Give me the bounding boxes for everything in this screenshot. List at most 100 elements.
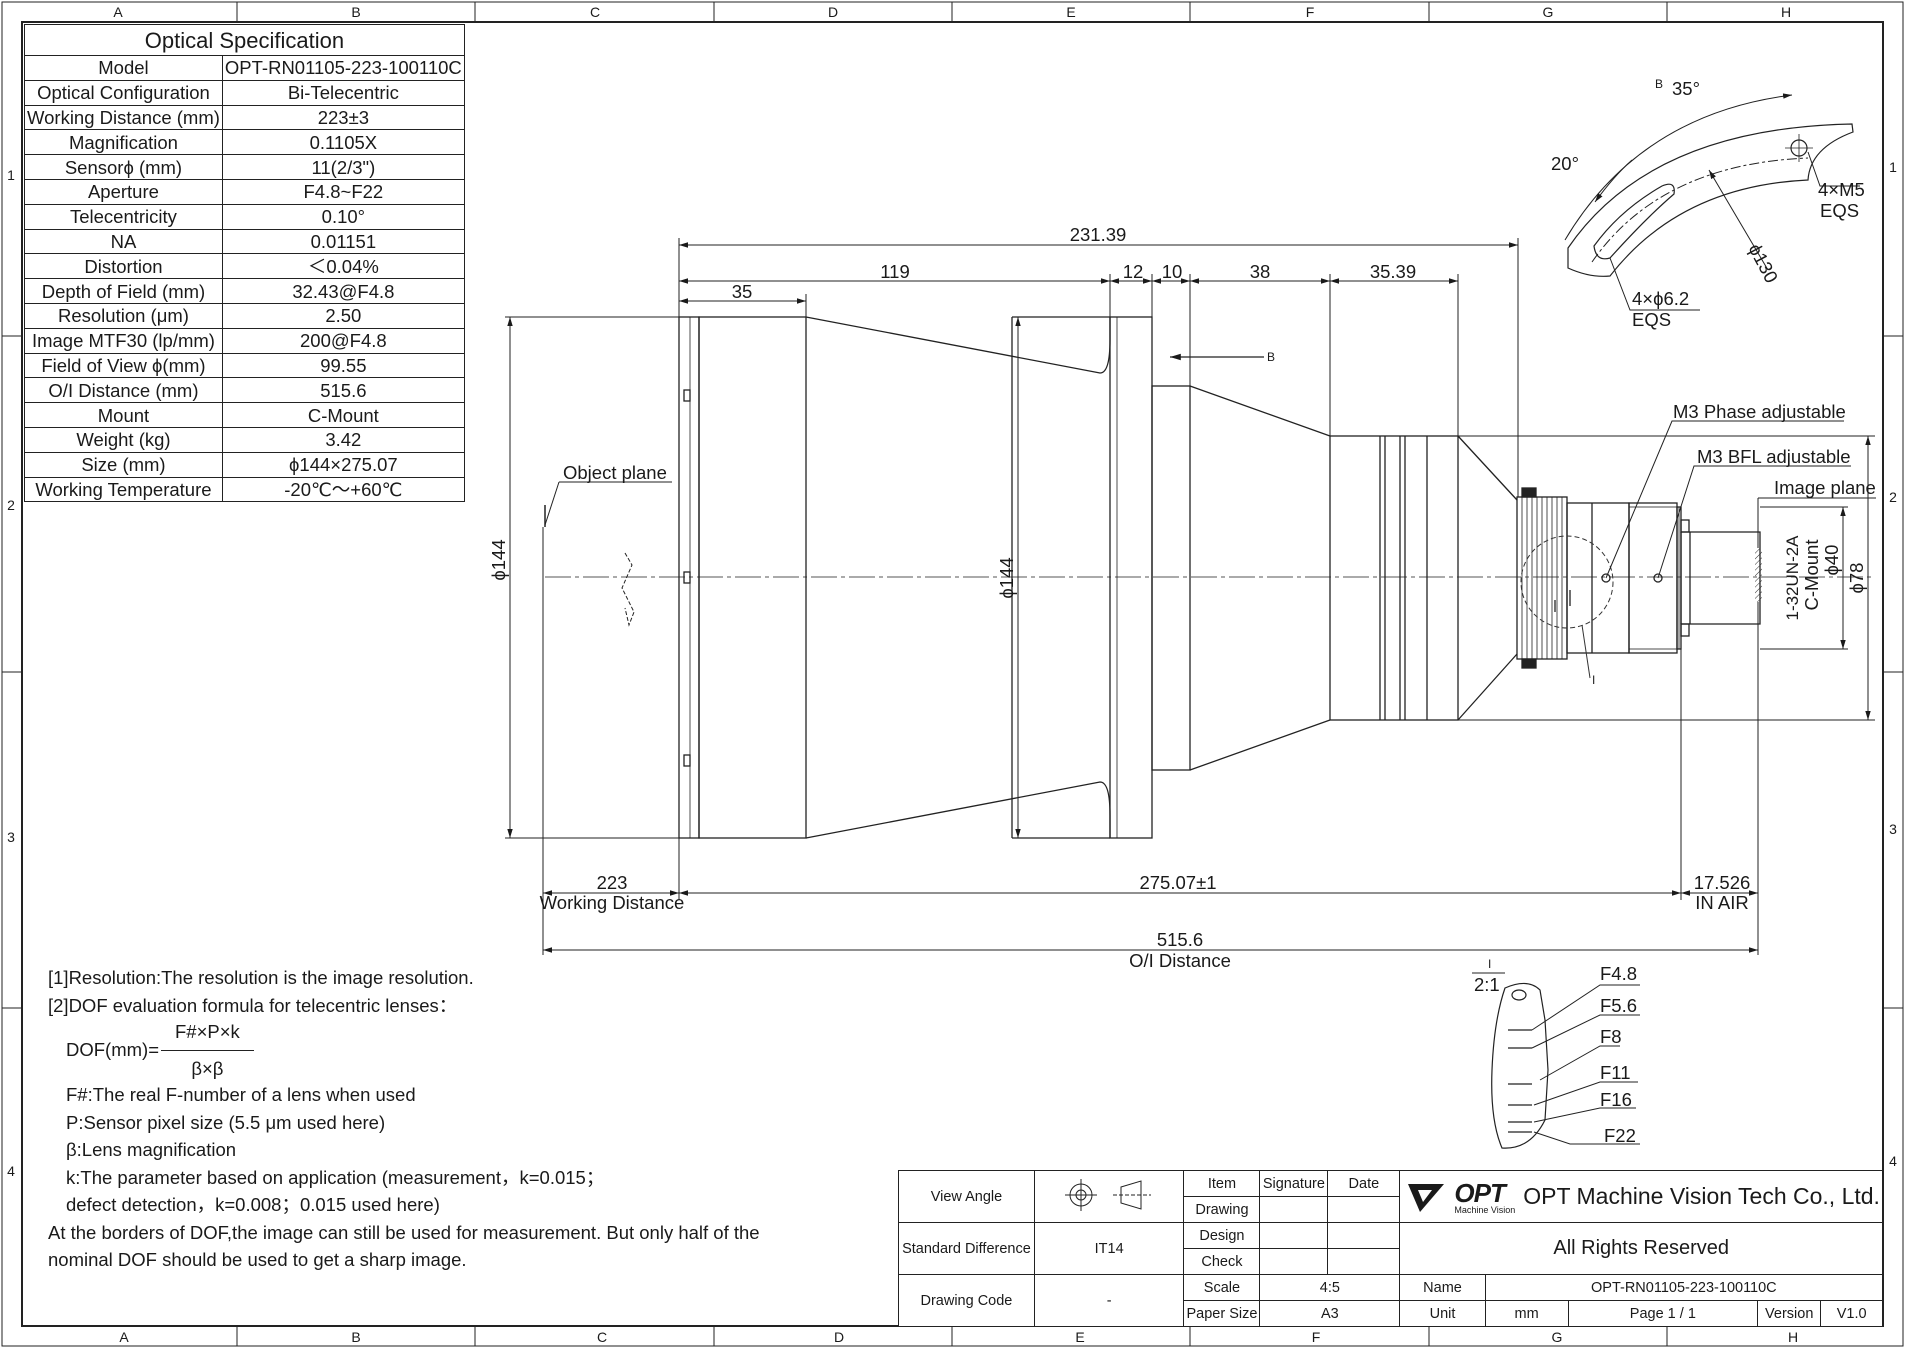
spec-value: -20℃～+60℃	[221, 476, 465, 503]
row-label: 3	[1889, 821, 1897, 837]
spec-value: 3.42	[221, 426, 465, 453]
tb-drawing-code: Drawing Code	[898, 1274, 1035, 1327]
tb-unit: Unit	[1399, 1300, 1486, 1327]
spec-value: 0.10°	[221, 203, 465, 230]
frame-row-labels-right: 1 2 3 4	[1889, 159, 1897, 1169]
spec-key: Working Distance (mm)	[24, 104, 223, 131]
col-label: E	[1075, 1329, 1084, 1345]
frame-column-labels-top: A B C D E F G H	[113, 4, 1791, 20]
col-label: G	[1552, 1329, 1563, 1345]
front-barrel	[698, 316, 807, 839]
spec-value: 223±3	[221, 104, 465, 131]
tb-drawing-code-value: -	[1033, 1274, 1185, 1327]
col-label: H	[1781, 4, 1791, 20]
def-pixel: P:Sensor pixel size (5.5 μm used here)	[66, 1111, 386, 1133]
tb-paper-size: Paper Size	[1183, 1300, 1261, 1327]
col-label: B	[351, 1329, 360, 1345]
spec-row: Image MTF30 (lp/mm)200@F4.8	[24, 327, 465, 354]
dim-35: 35	[732, 281, 753, 302]
dim-35-39: 35.39	[1370, 261, 1416, 282]
spec-value: 200@F4.8	[221, 327, 465, 354]
view-b-angle-35: 35°	[1672, 78, 1700, 99]
spec-key: Resolution (μm)	[24, 302, 223, 329]
company-name: OPT Machine Vision Tech Co., Ltd.	[1523, 1183, 1880, 1209]
tb-version: Version	[1757, 1300, 1822, 1327]
spec-key: Magnification	[24, 129, 223, 156]
iris-ring	[1566, 502, 1630, 654]
dim-10: 10	[1162, 261, 1183, 282]
def-k-2: defect detection，k=0.008；0.015 used here…	[66, 1194, 440, 1215]
tb-version-value: V1.0	[1820, 1300, 1883, 1327]
spec-value: OPT-RN01105-223-100110C	[221, 55, 465, 81]
spec-value: 99.55	[221, 352, 465, 379]
spec-key: Sensorϕ (mm)	[24, 154, 223, 180]
dof-formula: DOF(mm)= F#×P×k β×β	[48, 1019, 760, 1081]
formula-numerator: F#×P×k	[161, 1018, 254, 1051]
logo-text: OPT	[1454, 1178, 1505, 1208]
title-block: View Angle Item Signature Date OPT	[898, 1170, 1884, 1327]
note-resolution: [1]Resolution:The resolution is the imag…	[48, 967, 474, 988]
spec-key: Depth of Field (mm)	[24, 278, 223, 304]
image-plane-hatch	[1755, 548, 1762, 602]
col-label: B	[351, 4, 360, 20]
row-label: 2	[1889, 489, 1897, 505]
formula-lhs: DOF(mm)=	[66, 1039, 159, 1061]
spec-key: Weight (kg)	[24, 426, 223, 453]
spec-row: Resolution (μm)2.50	[24, 302, 465, 329]
def-fnumber: F#:The real F-number of a lens when used	[66, 1084, 416, 1105]
tb-name: Name	[1399, 1274, 1486, 1301]
label-in-air: IN AIR	[1695, 892, 1748, 913]
view-b-angle-20: 20°	[1551, 153, 1579, 174]
tb-check: Check	[1183, 1248, 1261, 1275]
spec-row: Working Distance (mm)223±3	[24, 104, 465, 131]
detail-i-view	[1472, 972, 1640, 1149]
spec-value: 11(2/3")	[221, 154, 465, 180]
tb-drawing: Drawing	[1183, 1196, 1261, 1223]
opt-logo-icon	[1408, 1183, 1445, 1212]
spec-value: 0.01151	[221, 228, 465, 255]
adjust-body-2	[1628, 506, 1680, 650]
view-b-label: B	[1655, 77, 1663, 91]
spec-value: 2.50	[221, 302, 465, 329]
tb-page: Page 1 / 1	[1567, 1300, 1759, 1327]
row-label: 4	[7, 1163, 15, 1179]
frame-row-labels-left: 1 2 3 4	[7, 167, 15, 1179]
note-border-2: nominal DOF should be used to get a shar…	[48, 1249, 467, 1270]
note-border-1: At the borders of DOF,the image can stil…	[48, 1221, 760, 1243]
tb-logo-cell: OPT Machine Vision OPT Machine Vision Te…	[1399, 1170, 1883, 1223]
frame-column-labels-bottom: A B C D E F G H	[119, 1329, 1798, 1345]
view-b-phi130: ϕ130	[1744, 240, 1782, 286]
view-b-eqs-1: EQS	[1820, 200, 1859, 221]
neck	[1151, 385, 1191, 771]
spec-key: Field of View ϕ(mm)	[24, 352, 223, 379]
image-plane-label: Image plane	[1774, 477, 1876, 498]
label-oi-distance: O/I Distance	[1129, 950, 1231, 971]
spec-key: Working Temperature	[24, 476, 223, 503]
dim-length: 275.07±1	[1139, 872, 1216, 893]
col-label: G	[1543, 4, 1554, 20]
dim-phi144-mid: ϕ144	[996, 557, 1017, 598]
detail-i-marker: I	[1592, 673, 1595, 687]
dim-working-distance: 223	[597, 872, 628, 893]
spec-value: F4.8~F22	[221, 178, 465, 205]
spec-value: ＜0.04%	[221, 253, 465, 280]
spec-row: Field of View ϕ(mm)99.55	[24, 352, 465, 379]
logo-subtext: Machine Vision	[1454, 1205, 1516, 1215]
dim-cmount: C-Mount	[1801, 540, 1822, 611]
section-b-label: B	[1267, 350, 1275, 364]
tb-date: Date	[1327, 1170, 1401, 1197]
m3-phase-label: M3 Phase adjustable	[1673, 401, 1846, 422]
col-label: C	[597, 1329, 607, 1345]
label-working-distance: Working Distance	[540, 892, 685, 913]
spec-key: O/I Distance (mm)	[24, 377, 223, 404]
tb-scale: Scale	[1183, 1274, 1261, 1301]
m3-bfl-label: M3 BFL adjustable	[1697, 446, 1851, 467]
note-dof: [2]DOF evaluation formula for telecentri…	[48, 994, 458, 1016]
col-label: A	[113, 4, 123, 20]
tb-rights: All Rights Reserved	[1399, 1222, 1883, 1275]
detail-i-circle	[1520, 535, 1614, 629]
aperture-stop: F5.6	[1600, 995, 1637, 1016]
